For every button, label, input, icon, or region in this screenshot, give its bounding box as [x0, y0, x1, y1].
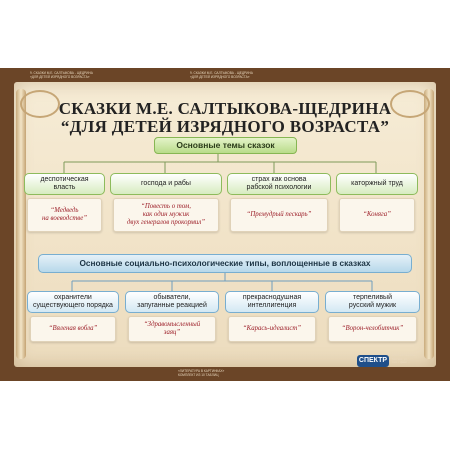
type-example: “Карась-идеалист” — [228, 316, 316, 342]
type-card-4: терпеливый русский мужик “Ворон-челобитч… — [325, 291, 420, 345]
theme-example: “Коняга” — [339, 198, 415, 232]
header-left-caption: 9. СКАЗКИ М.Е. САЛТЫКОВА - ЩЕДРИНА «ДЛЯ … — [30, 71, 93, 79]
theme-example: “Повесть о том, как один мужик двух гене… — [113, 198, 219, 232]
theme-card-1: деспотическая власть “Медведь на воеводс… — [24, 173, 105, 235]
publisher-info: ООО «СПЕКТР» Москва, ул. ... тел. / факс… — [392, 353, 415, 364]
theme-label: господа и рабы — [110, 173, 222, 195]
types-header: Основные социально-психологические типы,… — [38, 254, 412, 273]
type-label: прекраснодушная интеллигенция — [225, 291, 319, 313]
type-example: “Здравомысленный заяц” — [128, 316, 216, 342]
type-example: “Ворон-челобитчик” — [328, 316, 417, 342]
publisher-logo: СПЕКТР — [357, 355, 389, 367]
type-card-3: прекраснодушная интеллигенция “Карась-ид… — [225, 291, 319, 345]
scroll-curl-left — [20, 90, 60, 118]
theme-card-2: господа и рабы “Повесть о том, как один … — [110, 173, 222, 235]
theme-label: каторжный труд — [336, 173, 418, 195]
type-label: терпеливый русский мужик — [325, 291, 420, 313]
theme-label: страх как основа рабской психологии — [227, 173, 331, 195]
theme-label: деспотическая власть — [24, 173, 105, 195]
theme-example: “Премудрый пескарь” — [230, 198, 328, 232]
themes-header: Основные темы сказок — [154, 137, 297, 154]
scroll-edge-right — [424, 89, 434, 359]
type-card-2: обыватели, запуганные реакцией “Здравомы… — [125, 291, 219, 345]
title-line-2: “ДЛЯ ДЕТЕЙ ИЗРЯДНОГО ВОЗРАСТА” — [60, 117, 390, 136]
type-card-1: охранители существующего порядка “Вялена… — [27, 291, 119, 345]
theme-card-4: каторжный труд “Коняга” — [336, 173, 418, 235]
theme-card-3: страх как основа рабской психологии “Пре… — [227, 173, 331, 235]
type-label: обыватели, запуганные реакцией — [125, 291, 219, 313]
footer-caption: «ЛИТЕРАТУРА В КАРТИНКАХ» КОМПЛЕКТ ИЗ 10 … — [178, 369, 225, 377]
scroll-edge-left — [16, 89, 26, 359]
type-example: “Вяленая вобла” — [30, 316, 116, 342]
theme-example: “Медведь на воеводстве” — [27, 198, 102, 232]
title-line-1: СКАЗКИ М.Е. САЛТЫКОВА-ЩЕДРИНА — [58, 99, 392, 118]
scroll-curl-right — [390, 90, 430, 118]
header-center-caption: 9. СКАЗКИ М.Е. САЛТЫКОВА - ЩЕДРИНА «ДЛЯ … — [190, 71, 253, 79]
type-label: охранители существующего порядка — [27, 291, 119, 313]
